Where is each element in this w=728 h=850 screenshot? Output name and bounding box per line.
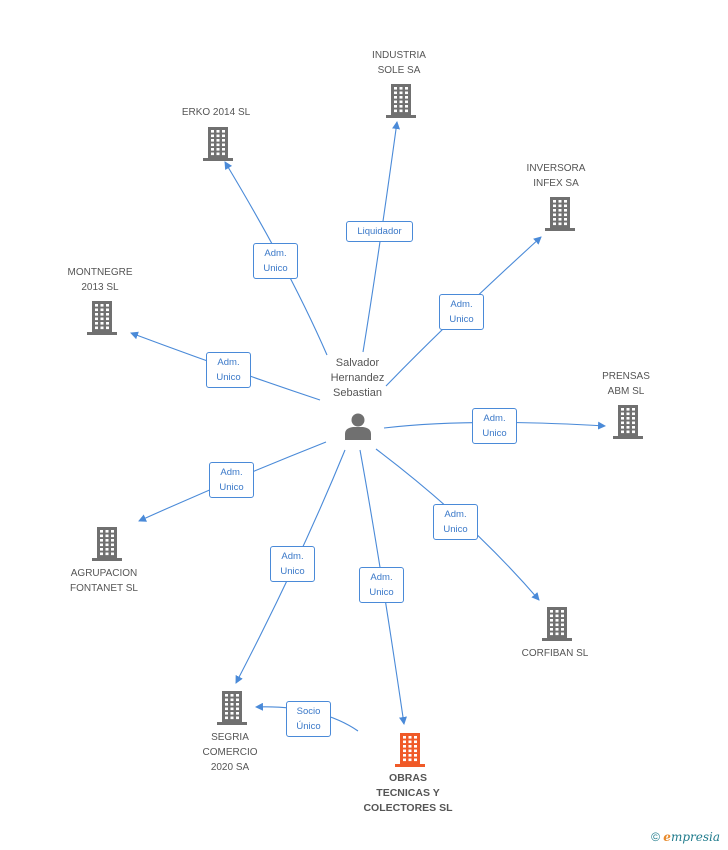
company-label-industria[interactable]: INDUSTRIA SOLE SA [372,50,426,76]
relation-label[interactable]: Adm. Unico [270,546,315,582]
building-icon[interactable] [395,733,425,767]
relation-label[interactable]: Adm. Unico [472,408,517,444]
relation-label[interactable]: Adm. Unico [209,462,254,498]
building-icon[interactable] [87,301,117,335]
footer-brand[interactable]: © empresia [651,830,720,844]
relation-label[interactable]: Adm. Unico [253,243,298,279]
company-label-segria[interactable]: SEGRIA COMERCIO 2020 SA [202,732,258,773]
company-label-prensas[interactable]: PRENSAS ABM SL [602,371,650,397]
company-label-corfiban[interactable]: CORFIBAN SL [521,648,589,659]
company-label-inversora[interactable]: INVERSORA INFEX SA [526,163,586,189]
company-label-erko[interactable]: ERKO 2014 SL [181,107,251,118]
relation-label[interactable]: Adm. Unico [359,567,404,603]
building-icon[interactable] [613,405,643,439]
copyright-symbol: © [651,830,660,844]
relation-edge [362,121,401,353]
company-label-montnegre[interactable]: MONTNEGRE 2013 SL [67,267,133,293]
brand-logo[interactable]: empresia [663,830,720,844]
relation-label[interactable]: Adm. Unico [206,352,251,388]
relation-label[interactable]: Adm. Unico [439,294,484,330]
building-icon[interactable] [542,607,572,641]
relation-label[interactable]: Liquidador [346,221,413,242]
building-icon[interactable] [545,197,575,231]
building-icon[interactable] [92,527,122,561]
company-label-agrupacion[interactable]: AGRUPACION FONTANET SL [70,568,138,594]
relation-label[interactable]: Adm. Unico [433,504,478,540]
relation-label[interactable]: Socio Único [286,701,331,737]
building-icon[interactable] [386,84,416,118]
building-icon[interactable] [217,691,247,725]
company-label-obras[interactable]: OBRAS TECNICAS Y COLECTORES SL [363,772,453,814]
building-icon[interactable] [203,127,233,161]
person-icon[interactable] [343,411,373,441]
person-name[interactable]: Salvador Hernandez Sebastian [330,357,385,399]
